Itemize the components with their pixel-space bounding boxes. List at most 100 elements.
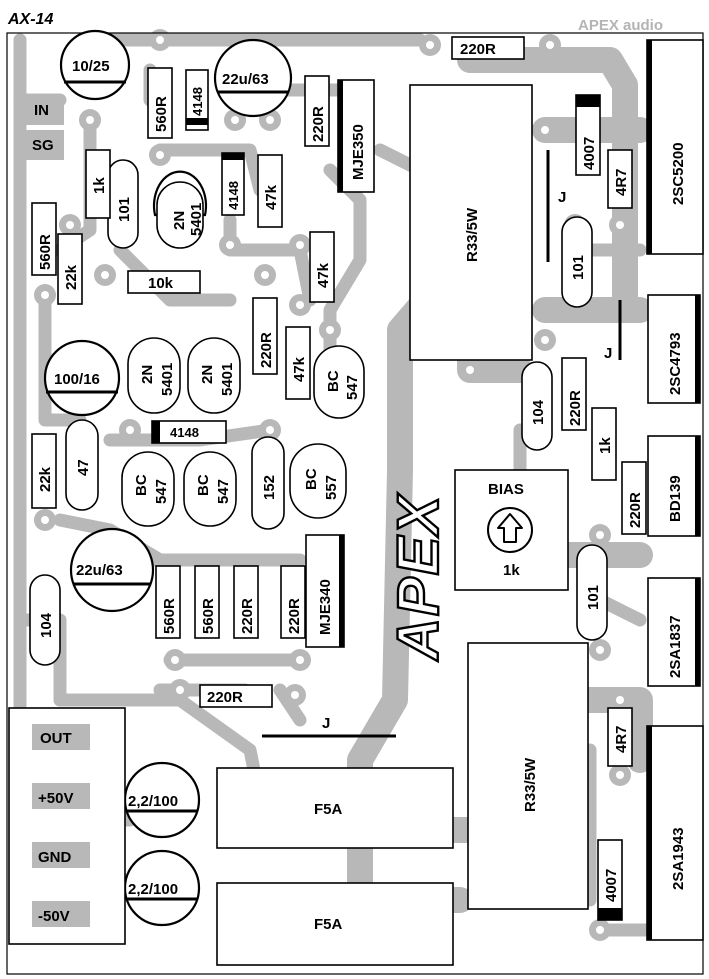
capacitor-value: 100/16 [54,371,100,388]
transistor-type: 557 [323,475,340,500]
diode-value: 4007 [581,137,598,170]
resistor-4r7-b: 4R7 [607,707,633,767]
transistor-2n5401-a: 2N 5401 [152,170,208,249]
capacitor-47: 47 [65,419,99,511]
transistor-type: 547 [153,479,170,504]
resistor-value: 220R [239,598,256,634]
resistor-220r-d: 220R [280,565,306,639]
resistor-value: 4R7 [613,168,630,196]
input-connector: IN SG [20,95,64,160]
trimmer-value: 1k [503,562,520,579]
diode-4148-a: 4148 [185,69,209,131]
jumper-label: J [604,345,612,362]
transistor-type: 5401 [188,203,205,236]
diode-value: 4007 [603,869,620,902]
transistor-type: MJE340 [317,579,334,635]
power-resistor-r33-a: R33/5W [409,84,533,361]
capacitor-value: 152 [261,475,278,500]
capacitor-10-25: 10/25 [59,29,131,101]
input-label: IN [34,102,49,119]
transistor-type: 2SA1837 [667,615,684,678]
capacitor-value: 2,2/100 [128,793,178,810]
resistor-220r-bottom: 220R [199,684,273,708]
transistor-type: 5401 [159,363,176,396]
output-terminal-label: OUT [40,730,72,747]
capacitor-104-b: 104 [521,361,553,451]
fuse-f5a-a: F5A [216,767,454,849]
minus50v-terminal-label: -50V [38,908,70,925]
jumper-label: J [558,189,566,206]
diode-value: 4148 [190,87,205,116]
transistor-mje350: MJE350 [337,79,375,193]
transistor-type: 2SC4793 [667,332,684,395]
diode-4148-c: 4148 [151,420,227,444]
transistor-2sa1943: 2SA1943 [646,725,704,941]
capacitor-value: 22u/63 [76,562,123,579]
transistor-type: 2N [171,211,188,230]
resistor-47k-b: 47k [309,231,335,303]
resistor-560r-d: 560R [194,565,220,639]
resistor-value: 1k [597,437,614,454]
capacitor-value: 104 [38,612,55,638]
transistor-type: MJE350 [350,124,367,180]
transistor-type: BC [325,370,342,392]
resistor-value: 220R [460,41,496,58]
brand-label: APEX audio [578,17,663,34]
resistor-value: R33/5W [522,757,539,812]
arrow-up-icon [497,513,523,543]
transistor-type: BC [303,468,320,490]
transistor-type: BD139 [667,475,684,522]
transistor-type: 5401 [219,363,236,396]
transistor-bc547-a: BC 547 [313,345,365,419]
resistor-47k-a: 47k [257,154,283,228]
resistor-220r-c: 220R [233,565,259,639]
resistor-220r-e: 220R [561,357,587,431]
capacitor-101-a: 101 [107,159,139,249]
diode-4007-b: 4007 [597,839,623,921]
diode-4148-b: 4148 [221,152,245,216]
resistor-1k-b: 1k [591,407,617,481]
transistor-type: BC [133,474,150,496]
resistor-560r-a: 560R [147,67,173,139]
power-resistor-r33-b: R33/5W [467,642,589,910]
power-output-connector: OUT +50V GND -50V [8,707,126,945]
capacitor-104-a: 104 [29,574,61,666]
transistor-mje340: MJE340 [305,534,345,648]
transistor-type: 547 [344,375,361,400]
resistor-220r-top: 220R [451,36,525,60]
diode-value: 4148 [170,425,199,440]
fuse-value: F5A [314,916,343,933]
resistor-value: 560R [161,598,178,634]
capacitor-152: 152 [251,436,285,530]
resistor-4r7-a: 4R7 [607,149,633,209]
resistor-220r-mid: 220R [252,297,278,375]
jumper-a: J [546,150,566,262]
resistor-22k-b: 22k [31,433,57,509]
jumper-b: J [604,300,622,362]
capacitor-101-c: 101 [576,544,608,641]
apex-logo: APEX [386,493,451,662]
capacitor-value: 10/25 [72,58,110,75]
resistor-value: 220R [627,492,644,528]
resistor-value: 560R [37,234,54,270]
resistor-value: 220R [207,689,243,706]
transistor-bc557: BC 557 [289,443,347,519]
jumper-label: J [322,715,330,732]
transistor-type: 2N [139,365,156,384]
resistor-560r-b: 560R [31,202,57,276]
resistor-560r-c: 560R [155,565,181,639]
resistor-value: 220R [258,332,275,368]
transistor-2sa1837: 2SA1837 [647,577,701,687]
capacitor-22u63-top: 22u/63 [213,38,293,118]
capacitor-2200-b: 2,2/100 [123,849,201,927]
ground-terminal-label: GND [38,849,72,866]
resistor-220r-f: 220R [621,461,647,535]
capacitor-2200-a: 2,2/100 [123,761,201,839]
transistor-type: 2SC5200 [670,142,687,205]
capacitor-22u63-mid: 22u/63 [69,527,155,613]
transistor-2sc5200: 2SC5200 [646,39,704,255]
resistor-22k-a: 22k [57,233,83,305]
capacitor-value: 101 [570,255,587,280]
transistor-2sc4793: 2SC4793 [647,294,701,404]
